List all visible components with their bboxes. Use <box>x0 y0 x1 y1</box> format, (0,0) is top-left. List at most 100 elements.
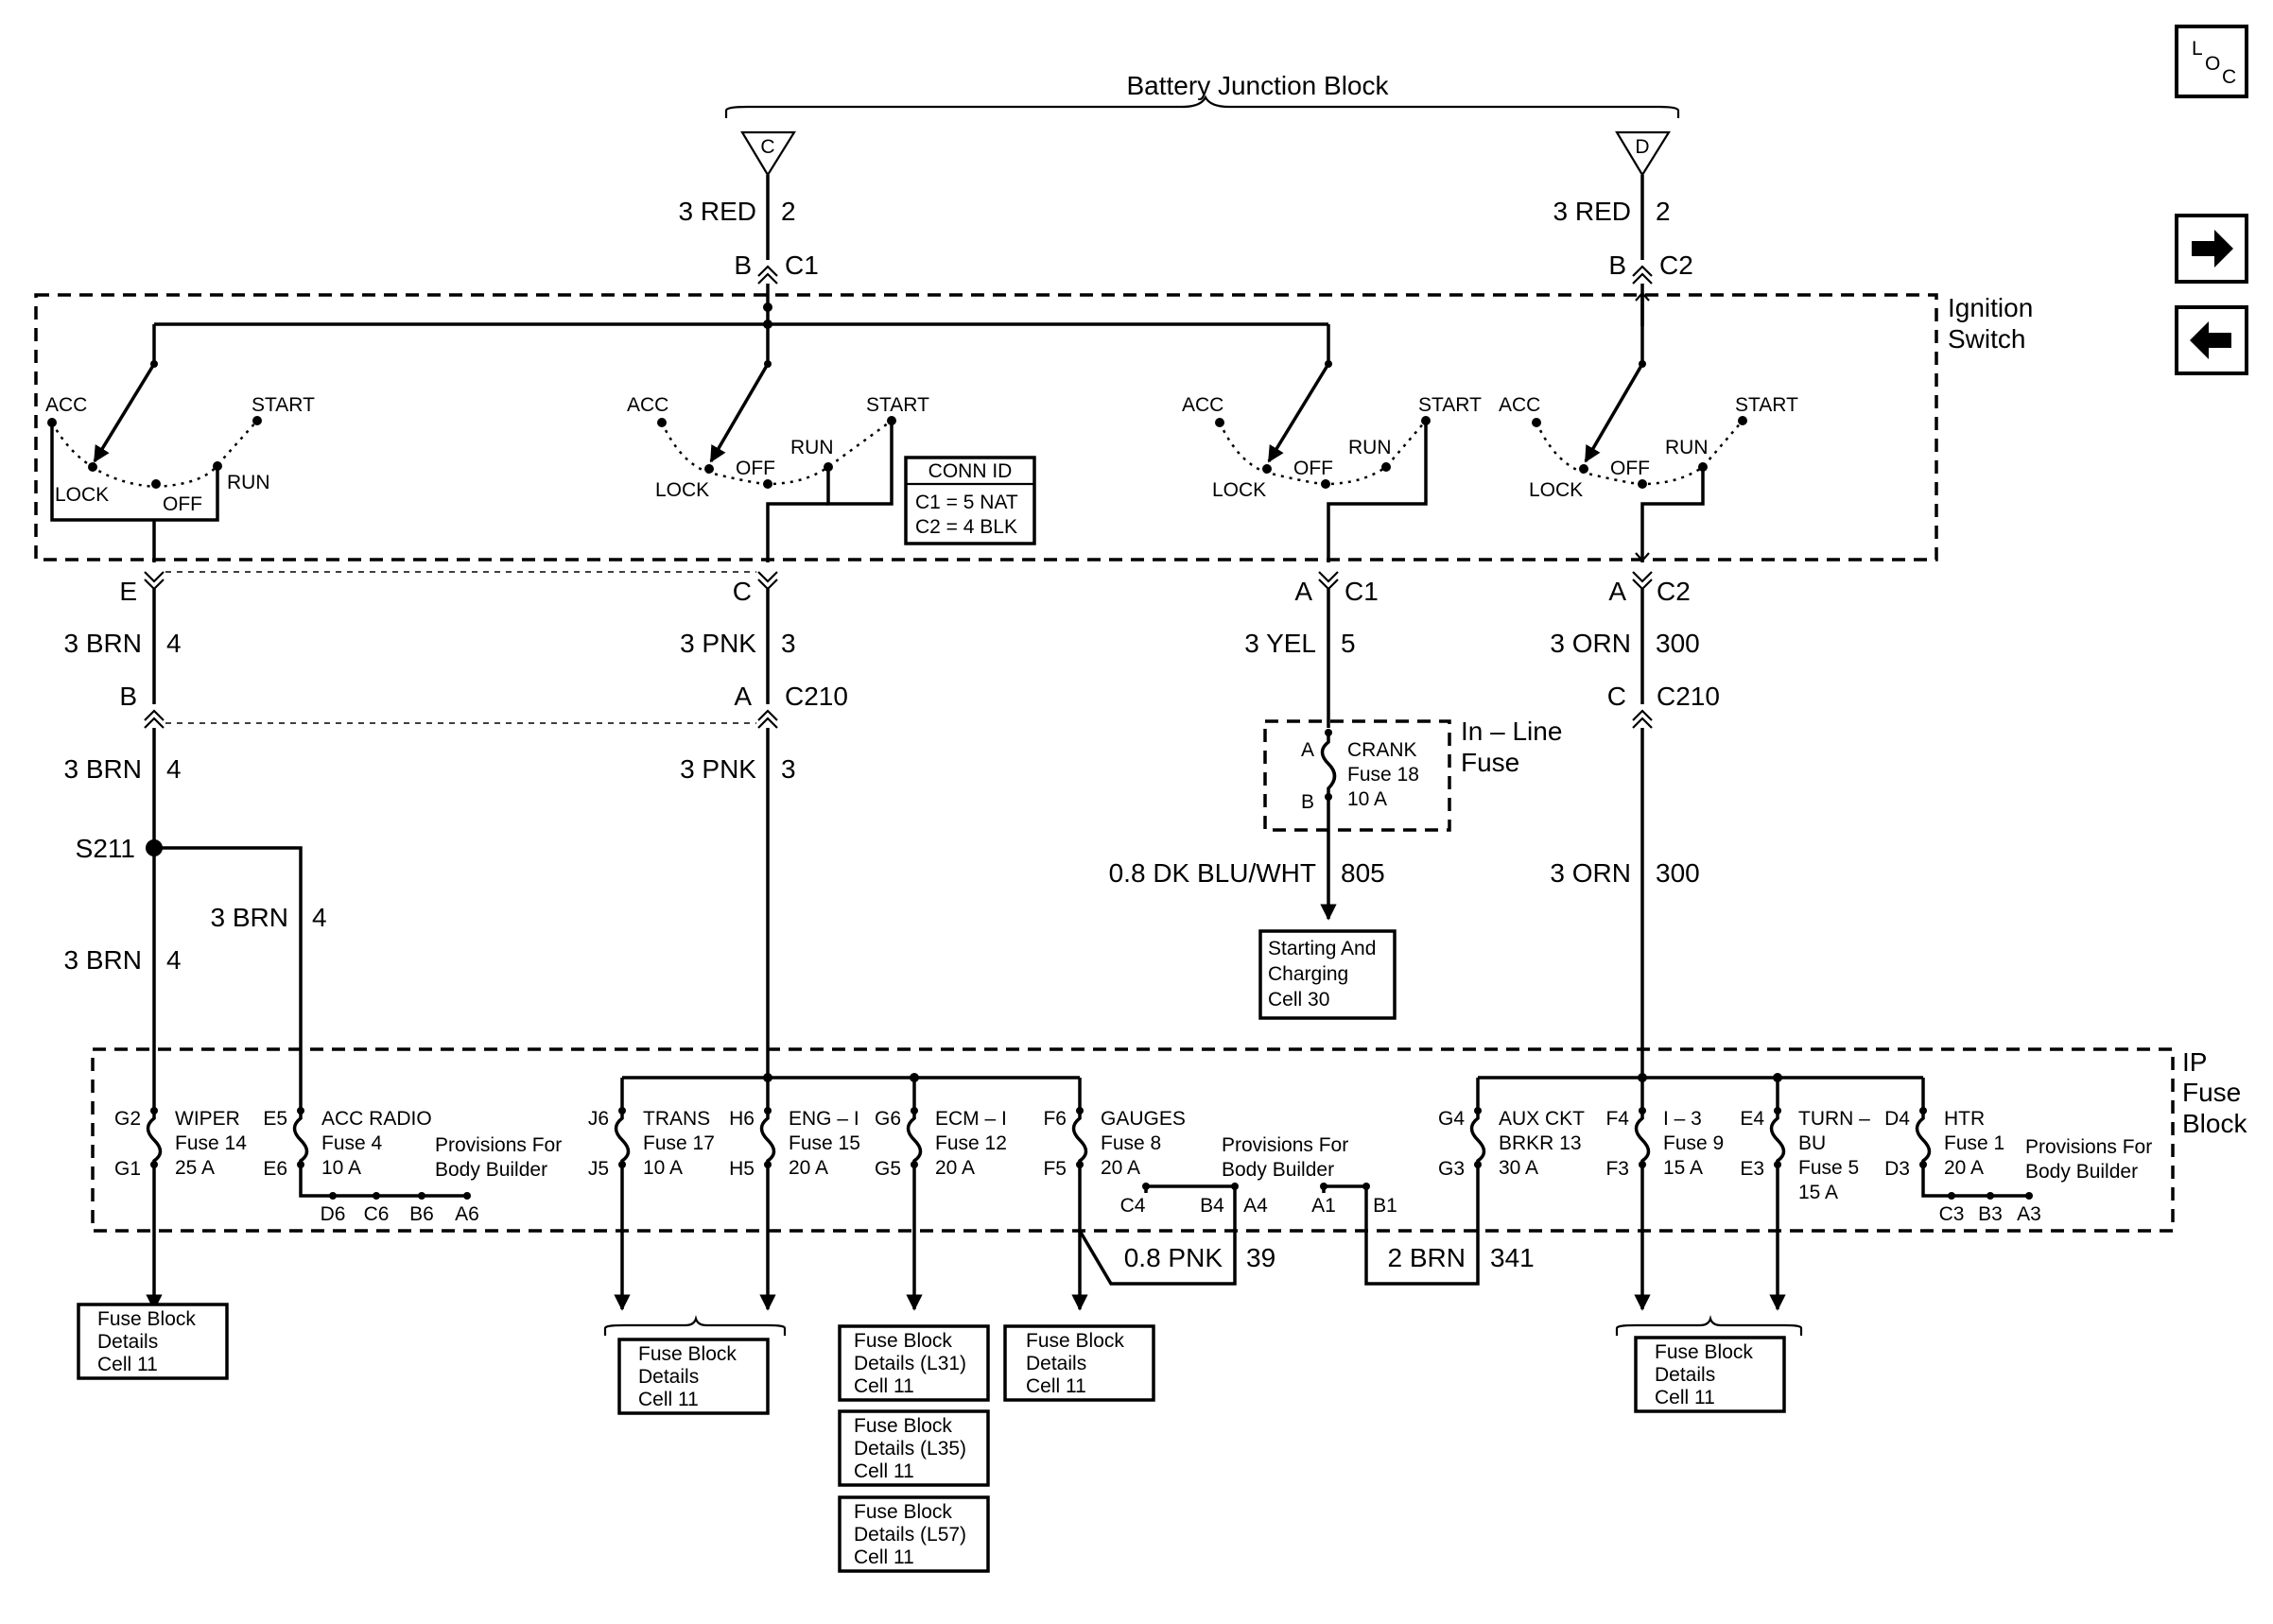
fuse-top-pin: J6 <box>588 1108 609 1130</box>
svg-text:Cell 11: Cell 11 <box>854 1375 914 1397</box>
svg-text:LOCK: LOCK <box>1212 479 1266 501</box>
fuse-bot-pin: F5 <box>1043 1158 1067 1180</box>
svg-text:LOCK: LOCK <box>1529 479 1583 501</box>
bus-junction-1 <box>763 302 772 312</box>
c210-pin-a: A <box>734 682 752 711</box>
svg-text:Charging: Charging <box>1268 963 1348 985</box>
junction-block-bracket <box>724 95 1680 118</box>
fuse-rating: 30 A <box>1499 1157 1538 1179</box>
inline-out-gauge: 0.8 DK BLU/WHT <box>1109 858 1316 888</box>
splice-s211-label: S211 <box>76 834 135 863</box>
switch-section-2: ACC START LOCK OFF RUN <box>627 360 929 562</box>
ref-box-wiper[interactable]: Fuse Block Details Cell 11 <box>77 1303 229 1380</box>
jumper-pnk-circuit: 39 <box>1246 1243 1275 1272</box>
ref-box-ecm-l31[interactable]: Fuse Block Details (L31) Cell 11 <box>838 1324 990 1402</box>
ref-box-gauges[interactable]: Fuse Block Details Cell 11 <box>1003 1324 1155 1402</box>
svg-text:A: A <box>1301 739 1314 761</box>
svg-text:O: O <box>2205 53 2220 75</box>
switch-section-4: ACC START LOCK OFF RUN <box>1499 360 1798 562</box>
fuse-name: GAUGES <box>1101 1108 1186 1130</box>
feed-left-pin: B <box>734 251 752 280</box>
fuse-rating: 10 A <box>321 1157 361 1179</box>
svg-text:B: B <box>1301 791 1314 813</box>
out4-circuit: 300 <box>1656 629 1700 658</box>
arrow-left-icon <box>2190 321 2231 359</box>
out1-pin: E <box>119 577 137 606</box>
fuse-top-pin: F4 <box>1605 1108 1629 1130</box>
svg-text:Details: Details <box>1655 1364 1715 1386</box>
svg-text:Cell 11: Cell 11 <box>638 1389 699 1410</box>
fuse-rating: 20 A <box>789 1157 828 1179</box>
battery-connector-c: C <box>740 130 796 178</box>
svg-text:Fuse Block: Fuse Block <box>638 1343 737 1365</box>
out4-pin: A <box>1608 577 1626 606</box>
fuse-bot-pin: H5 <box>729 1158 755 1180</box>
ref-box-i3-turn[interactable]: Fuse Block Details Cell 11 <box>1634 1336 1786 1413</box>
inline-fuse-outline <box>1263 719 1451 832</box>
svg-text:RUN: RUN <box>790 437 834 458</box>
fuse-top-pin: G4 <box>1438 1108 1465 1130</box>
fuse-fuse: Fuse 5 <box>1798 1157 1859 1179</box>
branch-circuit: 4 <box>312 903 327 932</box>
fuse-fuse: Fuse 15 <box>789 1132 860 1154</box>
fuse-rating: 20 A <box>1101 1157 1140 1179</box>
fuse-rating: 15 A <box>1798 1182 1838 1203</box>
ignition-switch-label-2: Switch <box>1948 324 2025 354</box>
ref-bracket-1 <box>603 1315 787 1336</box>
svg-text:D: D <box>1635 136 1649 158</box>
fuse-rating: 15 A <box>1663 1157 1703 1179</box>
svg-text:Body Builder: Body Builder <box>1222 1159 1334 1181</box>
c210-a-gauge: 3 PNK <box>680 754 756 784</box>
fuse-bot-pin: G1 <box>114 1158 141 1180</box>
svg-text:OFF: OFF <box>1610 458 1650 479</box>
fuse-name: TRANS <box>643 1108 710 1130</box>
fuse-top-pin: G6 <box>875 1108 901 1130</box>
ip-fuse-block-label-1: IP <box>2182 1047 2207 1077</box>
feed-right-connector: C2 <box>1659 251 1693 280</box>
out3-connector: C1 <box>1345 577 1379 606</box>
svg-text:OFF: OFF <box>1293 458 1333 479</box>
c210-marks <box>144 709 1653 729</box>
svg-text:Fuse Block: Fuse Block <box>854 1415 952 1437</box>
c210-c-circuit: 300 <box>1656 858 1700 888</box>
svg-text:START: START <box>866 394 929 416</box>
fuse-top-pin: D4 <box>1884 1108 1910 1130</box>
fuse-bot-pin: G5 <box>875 1158 901 1180</box>
svg-text:Fuse Block: Fuse Block <box>97 1308 196 1330</box>
svg-text:C4: C4 <box>1120 1195 1146 1217</box>
prev-page-button[interactable] <box>2175 305 2248 375</box>
c210-pin-c: C <box>1607 682 1626 711</box>
inline-fuse-crank: A B CRANK Fuse 18 10 A <box>1301 729 1419 813</box>
fuse-bot-pin: E3 <box>1740 1158 1764 1180</box>
ref-box-ecm-l35[interactable]: Fuse Block Details (L35) Cell 11 <box>838 1409 990 1487</box>
svg-text:Cell 30: Cell 30 <box>1268 989 1329 1011</box>
svg-text:Provisions For: Provisions For <box>2025 1136 2152 1158</box>
svg-text:B6: B6 <box>409 1203 434 1225</box>
svg-text:START: START <box>1418 394 1482 416</box>
fuse-top-pin: F6 <box>1043 1108 1067 1130</box>
fuse-output-arrows <box>146 1165 1786 1311</box>
svg-text:Cell 11: Cell 11 <box>1026 1375 1086 1397</box>
svg-text:LOCK: LOCK <box>655 479 709 501</box>
svg-text:ACC: ACC <box>1182 394 1223 416</box>
svg-text:Details: Details <box>638 1366 699 1388</box>
ref-box-ecm-l57[interactable]: Fuse Block Details (L57) Cell 11 <box>838 1495 990 1573</box>
starting-charging-ref-box[interactable]: Starting And Charging Cell 30 <box>1258 929 1397 1020</box>
svg-text:Details (L57): Details (L57) <box>854 1524 966 1546</box>
svg-text:C: C <box>2222 66 2236 88</box>
inline-fuse-label-1: In – Line <box>1461 717 1562 746</box>
next-page-button[interactable] <box>2175 214 2248 284</box>
out1-circuit: 4 <box>166 629 182 658</box>
loc-button[interactable]: L O C <box>2175 25 2248 98</box>
svg-text:Cell 11: Cell 11 <box>854 1546 914 1568</box>
svg-text:RUN: RUN <box>1348 437 1392 458</box>
fuse-rating: 10 A <box>643 1157 683 1179</box>
svg-text:10 A: 10 A <box>1347 788 1387 810</box>
ref-box-trans-eng[interactable]: Fuse Block Details Cell 11 <box>617 1338 770 1415</box>
